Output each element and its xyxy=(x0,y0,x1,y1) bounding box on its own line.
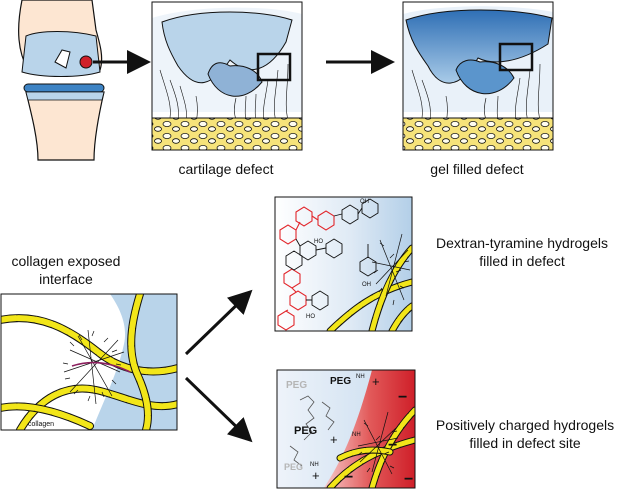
peg-label-mid: PEG xyxy=(294,425,317,437)
peg-chains xyxy=(289,395,335,467)
dextran-label-oh-2: OH xyxy=(362,282,371,288)
charged-proteoglycan xyxy=(357,411,399,475)
gel-filled-defect-panel xyxy=(403,2,553,150)
dextran-label-ho-1: HO xyxy=(314,239,323,245)
dextran-fibers xyxy=(326,244,412,331)
interface-caption-line2: interface xyxy=(39,271,93,287)
collagen-fibers xyxy=(1,294,177,430)
dextran-tyramine-panel: OH HO OH HO xyxy=(275,197,412,331)
nh-label-top: NH xyxy=(356,374,365,380)
minus-sign-low: − xyxy=(344,469,353,486)
dextran-proteoglycan xyxy=(371,233,411,306)
tibia-bone xyxy=(25,91,105,161)
arrow-to-charged xyxy=(184,376,253,443)
peg-label-top: PEG xyxy=(330,376,351,387)
gel-zoom-box xyxy=(498,42,534,72)
collagen-strand xyxy=(71,361,131,373)
defect-cavity xyxy=(207,62,263,97)
minus-sign-mid: − xyxy=(388,437,397,454)
nh-label-mid: NH xyxy=(352,432,361,438)
knee-joint-illustration xyxy=(18,0,105,161)
defect-marker xyxy=(79,55,93,69)
dextran-caption-line2: filled in defect xyxy=(479,253,565,269)
collagen-label: collagen xyxy=(28,421,54,428)
dextran-label-oh-1: OH xyxy=(360,199,369,205)
cartilage-defect-caption: cartilage defect xyxy=(179,161,274,177)
plus-sign-mid: + xyxy=(330,432,338,447)
cartilage-defect-panel xyxy=(152,2,302,150)
peg-label-bottom: PEG xyxy=(284,462,303,472)
tyramine-rings xyxy=(285,198,379,311)
minus-sign-top: − xyxy=(398,389,407,406)
charged-fibers xyxy=(326,406,415,488)
charged-hydrogel-panel: PEG PEG NH + PEG + NH PEG NH + − − − − xyxy=(277,370,415,488)
nh-label-bottom: NH xyxy=(310,462,319,468)
subchondral-bone xyxy=(152,117,302,150)
plus-sign-bottom: + xyxy=(312,468,320,483)
meniscus-band xyxy=(23,83,105,93)
interface-caption-line1: collagen exposed xyxy=(12,253,121,269)
dextran-caption-line1: Dextran-tyramine hydrogels xyxy=(436,235,608,251)
gel-subchondral-bone xyxy=(403,117,553,150)
joint-defect-notch xyxy=(54,49,71,69)
peg-label-faded: PEG xyxy=(286,380,307,391)
collagen-interface-panel: collagen xyxy=(1,294,177,430)
dextran-label-ho-2: HO xyxy=(306,314,315,320)
minus-sign-corner: − xyxy=(404,471,413,488)
zoom-box xyxy=(256,52,292,82)
charged-caption-line2: filled in defect site xyxy=(469,435,580,451)
charged-caption-line1: Positively charged hydrogels xyxy=(436,417,614,433)
arrow-to-dextran xyxy=(184,289,253,356)
gel-layer xyxy=(405,9,553,84)
plus-sign-top: + xyxy=(372,374,380,389)
gel-filled-caption: gel filled defect xyxy=(430,161,524,177)
tibial-cartilage xyxy=(25,91,105,101)
